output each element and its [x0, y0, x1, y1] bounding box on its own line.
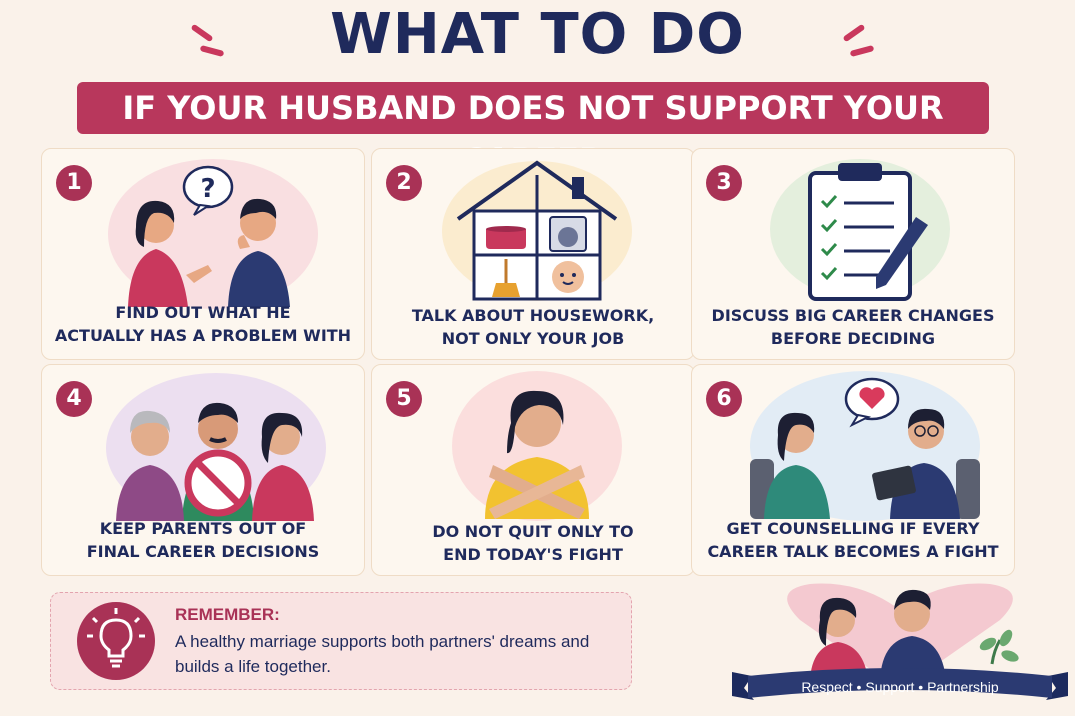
clipboard-checklist-icon: [808, 163, 928, 301]
tip-caption: TALK ABOUT HOUSEWORK,NOT ONLY YOUR JOB: [411, 306, 655, 348]
counselling-session-icon: [750, 377, 980, 519]
house-chores-icon: [456, 160, 618, 301]
page-title: WHAT TO DO: [330, 2, 745, 67]
tip-number-badge: 1: [56, 165, 92, 201]
woman-crossed-arms-icon: [485, 390, 589, 519]
tip-number-badge: 6: [706, 381, 742, 417]
remember-text: A healthy marriage supports both partner…: [175, 632, 590, 676]
remember-box: REMEMBER: A healthy marriage supports bo…: [50, 592, 632, 690]
subtitle-banner: IF YOUR HUSBAND DOES NOT SUPPORT YOUR CA…: [77, 82, 989, 179]
tip-card-2: 2 TALK ABOUT HOUSEWORK,NOT ONLY YOUR JOB: [371, 148, 695, 360]
parents-no-icon: [116, 402, 314, 521]
tip-number-badge: 3: [706, 165, 742, 201]
tip-number-badge: 4: [56, 381, 92, 417]
question-bubble-text: ?: [200, 174, 215, 204]
ribbon-text: Respect • Support • Partnership: [801, 679, 999, 695]
footer-badge: Respect • Support • Partnership: [730, 580, 1070, 710]
lightbulb-icon: [77, 602, 155, 680]
couple-talking-question-icon: ?: [128, 165, 290, 307]
remember-title: REMEMBER:: [175, 605, 280, 624]
tip-number-badge: 5: [386, 381, 422, 417]
couple-heart-icon: Respect • Support • Partnership: [732, 583, 1068, 700]
tip-number-badge: 2: [386, 165, 422, 201]
